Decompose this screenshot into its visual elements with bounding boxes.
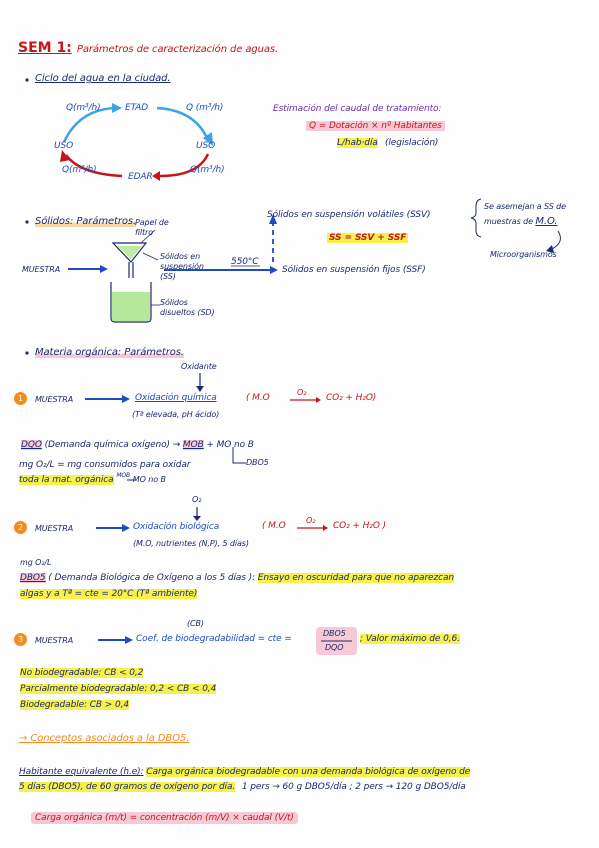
cycle-uso-right: USO: [196, 141, 216, 151]
section-solidos-heading: Sólidos: Parámetros.: [35, 216, 137, 227]
microorganismos-label: Microorganismos: [490, 250, 557, 259]
r3-valor: ; Valor máximo de 0,6.: [360, 634, 460, 644]
r1-o2: O₂: [297, 388, 307, 397]
dbo-line-2: algas y a Tª = cte = 20°C (Tª ambiente): [20, 589, 198, 599]
cycle-q-top-left: Q(m³/h): [66, 103, 101, 113]
estimacion-units-note: (legislación): [385, 138, 439, 148]
r1-process: Oxidación química: [135, 393, 217, 403]
r1-conditions: (Tª elevada, pH ácido): [132, 410, 220, 419]
r3-muestra: MUESTRA: [35, 636, 74, 645]
cycle-q-bottom-right: Q(m³/h): [190, 165, 225, 175]
papel-filtro-label: Papel de filtro: [135, 218, 169, 237]
funnel-icon: [111, 242, 148, 263]
cycle-etad: ETAD: [125, 103, 149, 113]
beaker-icon: [110, 282, 152, 323]
bio-line-3: Biodegradable: CB > 0,4: [20, 700, 129, 710]
dbo-line-1: DBO5 ( Demanda Biológica de Oxígeno a lo…: [20, 573, 454, 583]
section-materia-heading: Materia orgánica: Parámetros.: [35, 347, 184, 358]
bio-line-2: Parcialmente biodegradable: 0,2 < CB < 0…: [20, 684, 217, 694]
cycle-arrow-bottom-left: [64, 154, 123, 178]
cycle-edar: EDAR: [128, 172, 153, 182]
page-title: SEM 1: Parámetros de caracterización de …: [18, 37, 278, 56]
dqo-line-2: mg O₂/L = mg consumidos para oxidar: [19, 460, 191, 470]
r1-muestra: MUESTRA: [35, 395, 74, 404]
bio-line-1: No biodegradable: CB < 0,2: [20, 668, 144, 678]
step-1-badge: 1: [14, 392, 27, 405]
oxidante-label: Oxidante: [181, 362, 217, 371]
cycle-q-bottom-left: Q(m³/h): [62, 165, 97, 175]
estimacion-units: L/hab·día: [337, 138, 378, 148]
cycle-q-top-right: Q (m³/h): [186, 103, 224, 113]
r1-reaction-left: ( M.O: [246, 393, 270, 403]
cb-label: (CB): [187, 619, 204, 628]
temperature-label: 550°C: [231, 257, 259, 267]
r2-o2-top: O₂: [192, 495, 202, 504]
dbo-unit: mg O₂/L: [20, 558, 52, 567]
cycle-arrow-bottom-right: [159, 153, 210, 178]
cycle-arrow-top-right: [156, 106, 210, 141]
ssf-label: Sólidos en suspensión fijos (SSF): [282, 265, 426, 275]
r3-process: Coef. de biodegradabilidad = cte =: [136, 634, 292, 644]
r2-reaction-right: CO₂ + H₂O ): [333, 521, 386, 531]
fraction-bottom: DQO: [325, 643, 344, 652]
r2-reaction-left: ( M.O: [262, 521, 286, 531]
note-mo: M.O.: [535, 216, 558, 227]
fraction-top: DBO5: [323, 629, 346, 638]
r2-o2: O₂: [306, 516, 316, 525]
dqo-line-3: toda la mat. orgánica MOB MO no B: [19, 472, 166, 485]
carga-organica-formula: Carga orgánica (m/t) = concentración (m/…: [31, 812, 298, 824]
disueltos-label: Sólidos disueltos (SD): [160, 298, 215, 317]
cycle-uso-left: USO: [54, 141, 74, 151]
ssv-label: Sólidos en suspensión volátiles (SSV): [267, 210, 431, 220]
r2-conditions: (M.O, nutrientes (N,P), 5 días): [133, 539, 249, 548]
cycle-arrow-top-left: [62, 106, 119, 143]
estimacion-formula: Q = Dotación × nº Habitantes: [306, 121, 445, 131]
title-text: Parámetros de caracterización de aguas.: [76, 44, 279, 55]
r1-reaction-right: CO₂ + H₂O): [326, 393, 377, 403]
he-line-1: Habitante equivalente (h.e): Carga orgán…: [19, 767, 471, 777]
estimacion-title: Estimación del caudal de tratamiento:: [273, 104, 442, 114]
ss-label: Sólidos en suspensión (SS): [160, 252, 204, 281]
note-line-2: muestras de M.O.: [484, 216, 558, 227]
section-ciclo-heading: Ciclo del agua en la ciudad.: [35, 73, 171, 84]
section-conceptos-heading: → Conceptos asociados a la DBO5.: [19, 733, 190, 744]
r2-muestra: MUESTRA: [35, 524, 74, 533]
ss-equation: SS = SSV + SSF: [327, 233, 409, 243]
dqo-line-1: DQO (Demanda química oxígeno) → MOB + MO…: [21, 440, 254, 450]
he-line-2: 5 días (DBO5), de 60 gramos de oxígeno p…: [19, 782, 466, 792]
title-prefix: SEM 1:: [18, 40, 72, 56]
dqo-dbo5: DBO5: [246, 458, 269, 467]
step-2-badge: 2: [14, 521, 27, 534]
step-3-badge: 3: [14, 633, 27, 646]
muestra-label: MUESTRA: [22, 265, 61, 274]
r2-process: Oxidación biológica: [133, 522, 220, 532]
note-line-1: Se asemejan a SS de: [484, 202, 566, 211]
